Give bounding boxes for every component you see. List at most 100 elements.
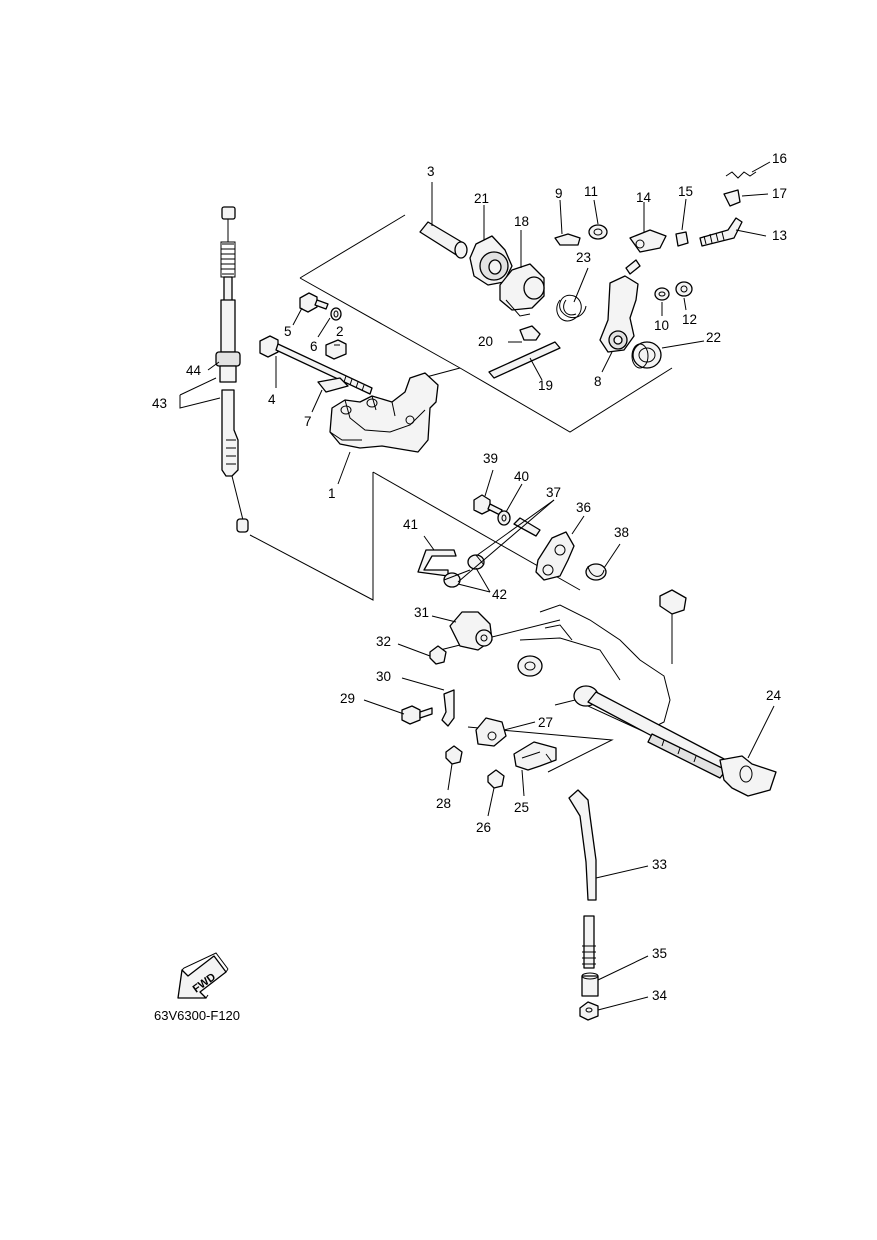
clip-41 bbox=[417, 549, 457, 577]
callout-8: 8 bbox=[594, 374, 602, 389]
callout-30: 30 bbox=[376, 669, 391, 684]
callout-20: 20 bbox=[478, 334, 493, 349]
screw-29 bbox=[401, 705, 433, 725]
callout-21: 21 bbox=[474, 191, 489, 206]
spring-22 bbox=[631, 341, 662, 369]
callout-6: 6 bbox=[310, 339, 318, 354]
nut-35 bbox=[581, 972, 599, 997]
callout-36: 36 bbox=[576, 500, 591, 515]
screw-9 bbox=[554, 233, 581, 246]
callout-26: 26 bbox=[476, 820, 491, 835]
callout-14: 14 bbox=[636, 190, 652, 205]
callout-12: 12 bbox=[682, 312, 697, 327]
pin-37 bbox=[513, 517, 541, 537]
callout-16: 16 bbox=[772, 151, 787, 166]
rod-13-thread bbox=[703, 231, 725, 245]
figure-code: 63V6300-F120 bbox=[154, 1008, 240, 1023]
collar-3 bbox=[419, 221, 468, 259]
callout-2: 2 bbox=[336, 324, 344, 339]
callout-1: 1 bbox=[328, 486, 336, 501]
callout-10: 10 bbox=[654, 318, 669, 333]
callout-37: 37 bbox=[546, 485, 561, 500]
bolt-39 bbox=[473, 494, 491, 515]
screw-32 bbox=[429, 645, 447, 665]
cam-21 bbox=[469, 235, 513, 286]
collar-31 bbox=[449, 611, 493, 651]
callout-22: 22 bbox=[706, 330, 721, 345]
callout-40: 40 bbox=[514, 469, 529, 484]
callout-17: 17 bbox=[772, 186, 787, 201]
cap-24-top bbox=[659, 589, 687, 664]
cable-grommet bbox=[215, 351, 241, 367]
washer-40 bbox=[497, 510, 511, 526]
rod-13 bbox=[699, 217, 743, 247]
callout-11: 11 bbox=[584, 184, 598, 199]
nut-15 bbox=[675, 231, 689, 247]
callout-28: 28 bbox=[436, 796, 451, 811]
callout-42: 42 bbox=[492, 587, 507, 602]
callout-23: 23 bbox=[576, 250, 591, 265]
washer-10 bbox=[654, 287, 670, 301]
clip-27 bbox=[475, 717, 507, 747]
cam-18 bbox=[499, 263, 545, 317]
callout-44: 44 bbox=[186, 363, 202, 378]
lever-8 bbox=[599, 259, 641, 353]
callout-35: 35 bbox=[652, 946, 667, 961]
callout-19: 19 bbox=[538, 378, 553, 393]
callout-34: 34 bbox=[652, 988, 668, 1003]
leader-lines bbox=[179, 161, 775, 1011]
cable-sleeve bbox=[221, 389, 239, 477]
clip-17 bbox=[723, 189, 741, 207]
callout-13: 13 bbox=[772, 228, 787, 243]
nut-2 bbox=[325, 339, 347, 360]
callout-3: 3 bbox=[427, 164, 435, 179]
callout-4: 4 bbox=[268, 392, 276, 407]
callout-7: 7 bbox=[304, 414, 312, 429]
callout-38: 38 bbox=[614, 525, 629, 540]
callout-25: 25 bbox=[514, 800, 529, 815]
cable-end-tip bbox=[236, 518, 249, 533]
throttle-bracket bbox=[329, 372, 439, 453]
lever-36 bbox=[535, 531, 575, 581]
washer-6 bbox=[330, 307, 342, 321]
callout-39: 39 bbox=[483, 451, 498, 466]
group-frame-middle bbox=[249, 471, 581, 601]
screw-28 bbox=[445, 745, 463, 765]
callout-24: 24 bbox=[766, 688, 782, 703]
clip-20 bbox=[519, 325, 541, 341]
bracket-25 bbox=[513, 741, 557, 771]
cable-rod bbox=[220, 299, 236, 353]
callout-41: 41 bbox=[403, 517, 418, 532]
link-14 bbox=[629, 229, 667, 253]
bolt-long bbox=[259, 335, 373, 395]
bolt-short bbox=[299, 292, 329, 313]
spring-38 bbox=[585, 563, 607, 581]
callout-labels: 1 2 3 4 5 6 7 8 9 10 11 12 13 14 15 16 1… bbox=[152, 151, 787, 1003]
callout-43: 43 bbox=[152, 396, 167, 411]
cable-thread bbox=[220, 241, 236, 278]
callout-33: 33 bbox=[652, 857, 667, 872]
spring-23 bbox=[556, 294, 587, 322]
callout-18: 18 bbox=[514, 214, 529, 229]
shaft-24-sleeve bbox=[517, 655, 543, 677]
throttle-shaft-24 bbox=[573, 685, 777, 797]
fwd-direction-arrow: FWD bbox=[177, 952, 229, 999]
spring-11 bbox=[588, 224, 608, 240]
plate-30 bbox=[441, 689, 455, 727]
rod-33 bbox=[568, 789, 597, 969]
clip-16 bbox=[725, 171, 757, 179]
nut-34 bbox=[579, 1001, 599, 1021]
callout-32: 32 bbox=[376, 634, 391, 649]
cable-end-cap bbox=[221, 206, 236, 220]
callout-15: 15 bbox=[678, 184, 693, 199]
callout-31: 31 bbox=[414, 605, 429, 620]
callout-9: 9 bbox=[555, 186, 563, 201]
rod-19 bbox=[488, 341, 561, 379]
callout-27: 27 bbox=[538, 715, 553, 730]
screw-26 bbox=[487, 769, 505, 789]
callout-29: 29 bbox=[340, 691, 355, 706]
callout-5: 5 bbox=[284, 324, 292, 339]
bushing-12 bbox=[675, 281, 693, 297]
throttle-cable-assembly bbox=[215, 206, 249, 533]
